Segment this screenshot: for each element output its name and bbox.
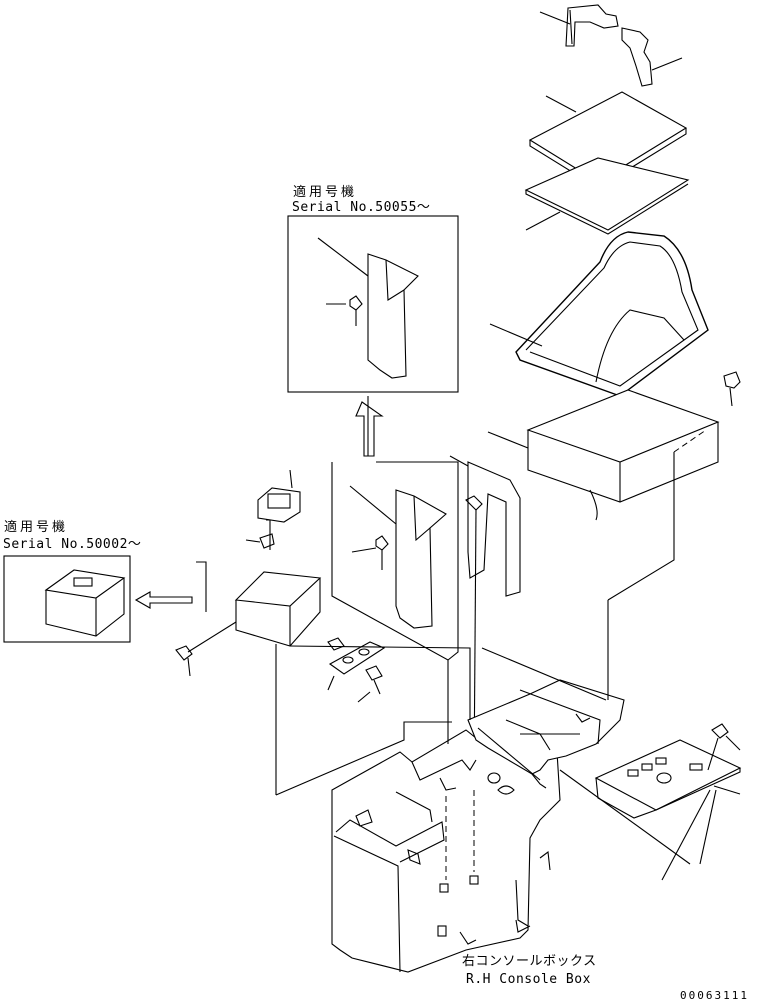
- upper-applicable-label: 適用号機: [293, 185, 358, 200]
- clip-bracket: [539, 4, 683, 87]
- left-serial-label: Serial No.50002～: [3, 537, 142, 552]
- console-frame: [467, 679, 625, 789]
- middle-bracket: [331, 461, 459, 661]
- side-panel: [594, 723, 742, 881]
- small-plates: [327, 637, 386, 703]
- upper-inset: [287, 215, 459, 457]
- part-name-japanese: 右コンソールボックス: [462, 954, 597, 969]
- leader-lines: [275, 396, 707, 880]
- tray-box: [487, 371, 741, 521]
- left-applicable-label: 適用号機: [4, 520, 69, 535]
- wire-basket: [489, 231, 709, 397]
- mat-sheet: [524, 157, 690, 235]
- upper-serial-label: Serial No.50055～: [292, 200, 431, 215]
- left-inset: [3, 555, 193, 643]
- figure-code: 00063111: [680, 989, 749, 1002]
- switch-box: [175, 469, 322, 795]
- part-name-english: R.H Console Box: [466, 972, 591, 987]
